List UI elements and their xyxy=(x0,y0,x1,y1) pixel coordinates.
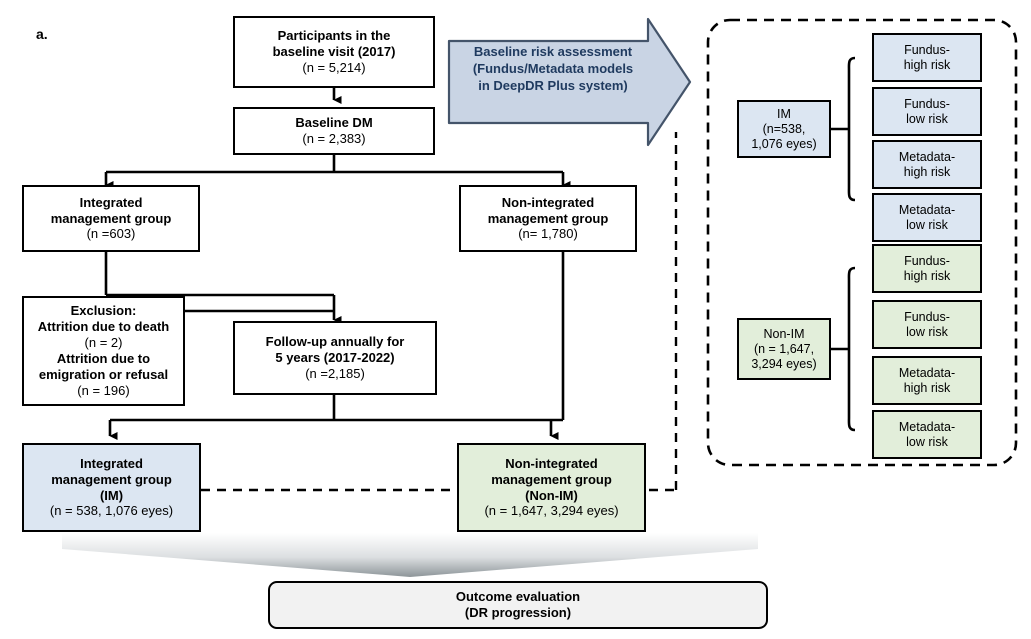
box-risk-im: IM (n=538, 1,076 eyes) xyxy=(737,100,831,158)
risk-im-line-3: 1,076 eyes) xyxy=(751,136,817,151)
im-stratum-1-line-1: Fundus- xyxy=(904,96,950,111)
baseline-dm-line-2: (n = 2,383) xyxy=(302,131,366,146)
box-nonim-stratum-fundus-low: Fundus- low risk xyxy=(872,300,982,349)
exclusion-line-1: Exclusion: xyxy=(70,303,137,319)
nonim-stratum-2-line-2: high risk xyxy=(903,380,951,395)
box-exclusion: Exclusion: Attrition due to death (n = 2… xyxy=(22,296,185,406)
participants-line-1: Participants in the xyxy=(277,28,391,44)
box-participants: Participants in the baseline visit (2017… xyxy=(233,16,435,88)
risk-nonim-line-1: Non-IM xyxy=(763,326,805,341)
box-risk-nonim: Non-IM (n = 1,647, 3,294 eyes) xyxy=(737,318,831,380)
box-baseline-dm: Baseline DM (n = 2,383) xyxy=(233,107,435,155)
box-im-stratum-fundus-high: Fundus- high risk xyxy=(872,33,982,82)
box-followup: Follow-up annually for 5 years (2017-202… xyxy=(233,321,437,395)
box-integrated-management-group: Integrated management group (n =603) xyxy=(22,185,200,252)
integrated-group-line-3: (n =603) xyxy=(86,226,136,242)
box-im-stratum-metadata-high: Metadata- high risk xyxy=(872,140,982,189)
risk-im-line-1: IM xyxy=(777,106,791,121)
callout-line-3: in DeepDR Plus system) xyxy=(478,77,628,93)
exclusion-line-6: (n = 196) xyxy=(77,382,130,398)
nonim-final-line-4: (n = 1,647, 3,294 eyes) xyxy=(484,503,619,519)
nonintegrated-group-line-3: (n= 1,780) xyxy=(518,226,578,242)
exclusion-line-5: emigration or refusal xyxy=(38,366,169,382)
baseline-risk-assessment-callout: Baseline risk assessment (Fundus/Metadat… xyxy=(444,22,692,152)
nonim-stratum-0-line-1: Fundus- xyxy=(904,253,950,268)
im-stratum-0-line-2: high risk xyxy=(903,57,951,72)
followup-line-1: Follow-up annually for xyxy=(265,334,405,350)
baseline-dm-line-1: Baseline DM xyxy=(295,115,373,131)
outcome-line-2: (DR progression) xyxy=(464,605,572,620)
im-final-line-4: (n = 538, 1,076 eyes) xyxy=(49,503,174,519)
nonim-final-line-1: Non-integrated xyxy=(505,455,598,471)
nonim-stratum-1-line-1: Fundus- xyxy=(904,309,950,324)
outcome-line-1: Outcome evaluation xyxy=(455,589,581,605)
nonim-stratum-1-line-2: low risk xyxy=(906,324,948,339)
participants-line-3: (n = 5,214) xyxy=(302,59,366,75)
exclusion-line-2: Attrition due to death xyxy=(37,319,170,335)
im-stratum-0-line-1: Fundus- xyxy=(904,42,950,57)
im-final-line-1: Integrated xyxy=(80,455,143,471)
im-stratum-3-line-1: Metadata- xyxy=(898,202,956,217)
im-final-line-3: (IM) xyxy=(99,487,124,503)
nonintegrated-group-line-1: Non-integrated xyxy=(501,194,595,210)
im-stratum-3-line-2: low risk xyxy=(906,217,948,232)
panel-label: a. xyxy=(36,26,48,42)
integrated-group-line-1: Integrated xyxy=(79,194,143,210)
integrated-group-line-2: management group xyxy=(50,210,172,226)
im-stratum-2-line-2: high risk xyxy=(903,164,951,179)
exclusion-line-3: (n = 2) xyxy=(84,335,123,351)
nonintegrated-group-line-2: management group xyxy=(487,210,609,226)
box-im-final: Integrated management group (IM) (n = 53… xyxy=(22,443,201,532)
risk-nonim-line-3: 3,294 eyes) xyxy=(751,356,817,371)
callout-line-1: Baseline risk assessment xyxy=(473,44,633,59)
nonim-stratum-3-line-1: Metadata- xyxy=(898,419,956,434)
box-im-stratum-fundus-low: Fundus- low risk xyxy=(872,87,982,136)
im-final-line-2: management group xyxy=(51,471,172,487)
box-nonim-stratum-fundus-high: Fundus- high risk xyxy=(872,244,982,293)
im-stratum-2-line-1: Metadata- xyxy=(898,149,956,164)
funnel-shape xyxy=(62,533,758,577)
risk-im-line-2: (n=538, xyxy=(762,121,806,136)
followup-line-2: 5 years (2017-2022) xyxy=(275,350,395,366)
nonim-stratum-0-line-2: high risk xyxy=(903,268,951,283)
box-outcome-evaluation: Outcome evaluation (DR progression) xyxy=(268,581,768,629)
followup-line-3: (n =2,185) xyxy=(305,365,365,381)
nonim-stratum-2-line-1: Metadata- xyxy=(898,365,956,380)
box-nonim-stratum-metadata-high: Metadata- high risk xyxy=(872,356,982,405)
box-im-stratum-metadata-low: Metadata- low risk xyxy=(872,193,982,242)
box-nonim-final: Non-integrated management group (Non-IM)… xyxy=(457,443,646,532)
participants-line-2: baseline visit (2017) xyxy=(272,44,396,60)
nonim-final-line-2: management group xyxy=(491,471,612,487)
nonim-stratum-3-line-2: low risk xyxy=(906,434,948,449)
box-nonim-stratum-metadata-low: Metadata- low risk xyxy=(872,410,982,459)
callout-line-2: (Fundus/Metadata models xyxy=(472,60,634,76)
exclusion-line-4: Attrition due to xyxy=(56,351,151,366)
nonim-final-line-3: (Non-IM) xyxy=(525,487,578,503)
box-nonintegrated-management-group: Non-integrated management group (n= 1,78… xyxy=(459,185,637,252)
risk-nonim-line-2: (n = 1,647, xyxy=(753,341,815,356)
im-stratum-1-line-2: low risk xyxy=(906,111,948,126)
